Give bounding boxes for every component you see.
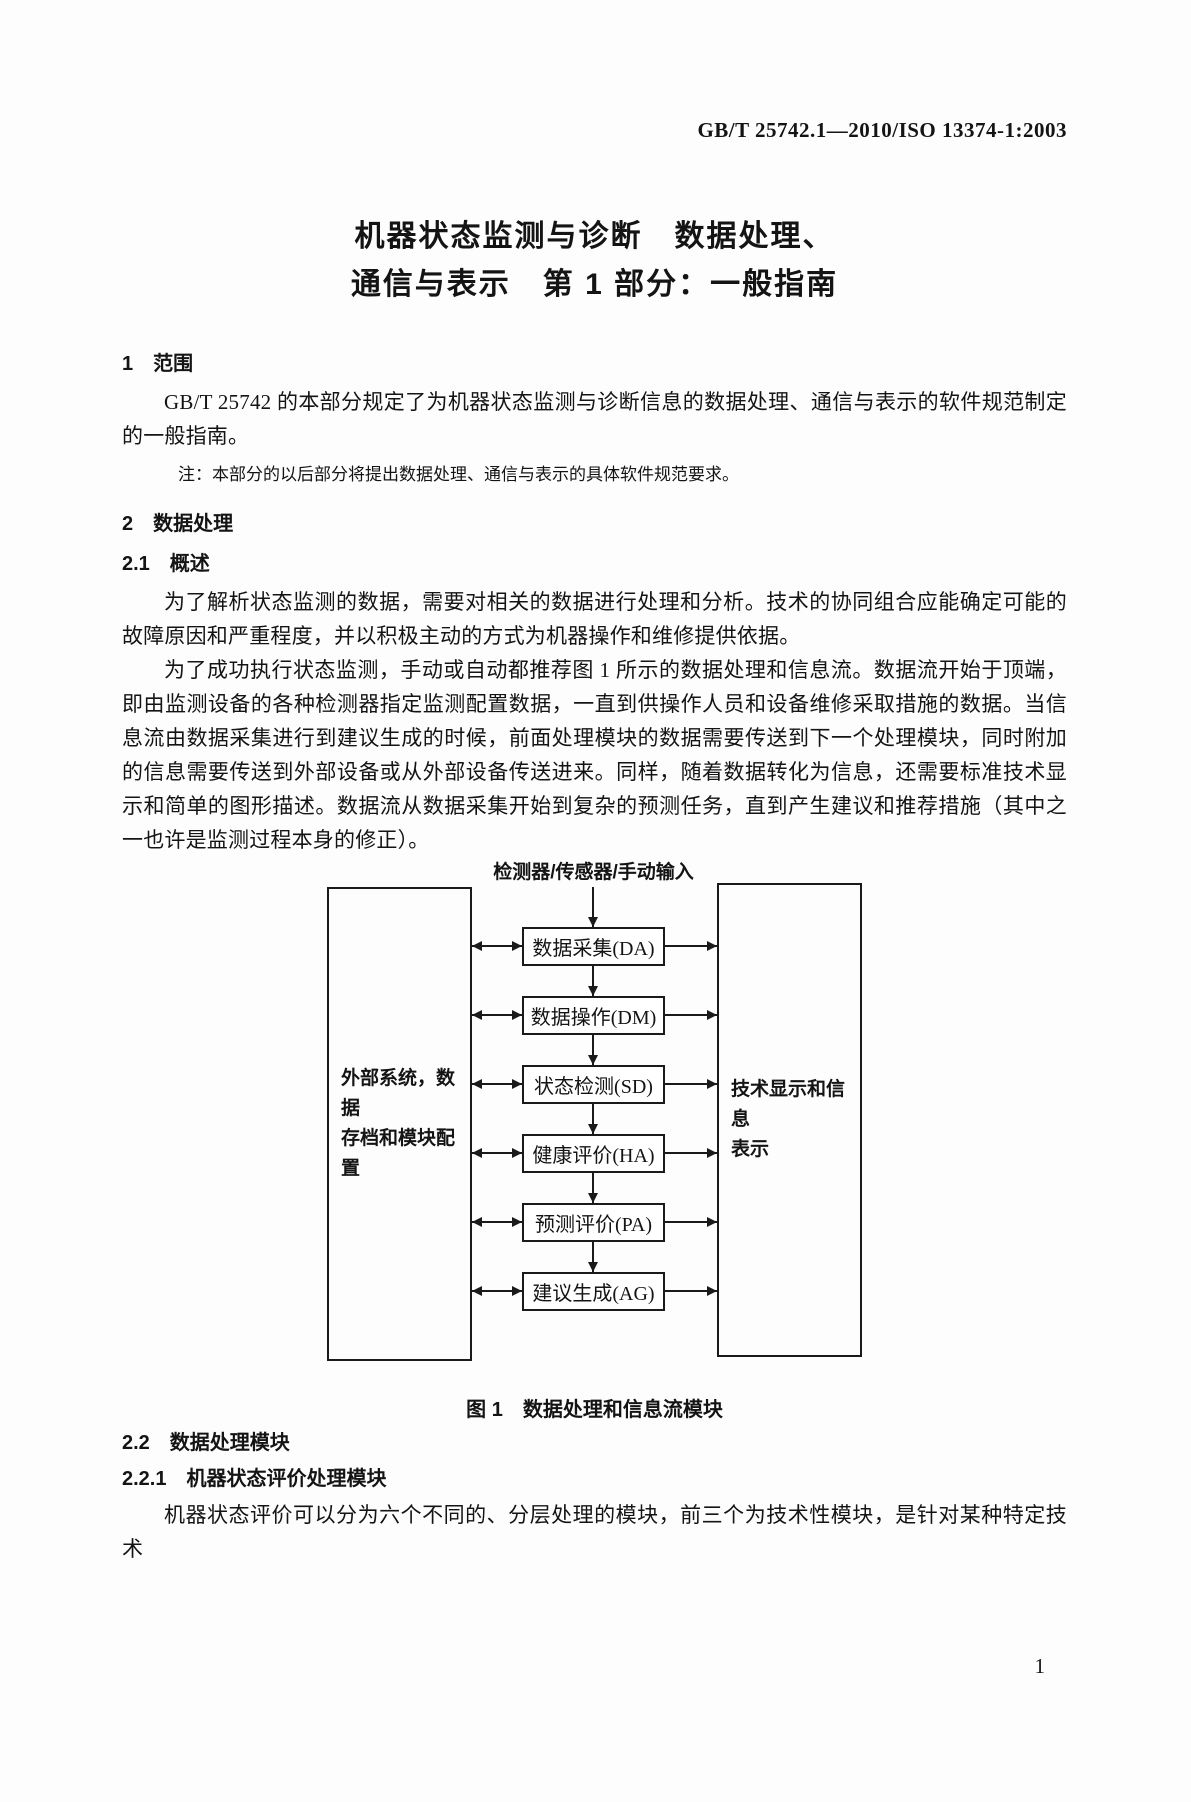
technical-display-label-line2: 表示	[731, 1139, 770, 1160]
arrow-down-icon	[588, 1035, 598, 1065]
overview-paragraph-2: 为了成功执行状态监测，手动或自动都推荐图 1 所示的数据处理和信息流。数据流开始…	[122, 658, 1067, 852]
external-systems-box-label: 外部系统，数据 存档和模块配置	[329, 1064, 470, 1184]
arrow-right-icon	[665, 1079, 717, 1089]
arrow-right-icon	[665, 1217, 717, 1227]
double-arrow-icon	[472, 1286, 522, 1296]
arrow-down-icon	[588, 1242, 598, 1272]
section-2-2-1-heading: 2.2.1 机器状态评价处理模块	[122, 1468, 387, 1490]
arrow-right-icon	[665, 941, 717, 951]
scope-note: 注：本部分的以后部分将提出数据处理、通信与表示的具体软件规范要求。	[178, 465, 739, 484]
scope-paragraph: GB/T 25742 的本部分规定了为机器状态监测与诊断信息的数据处理、通信与表…	[122, 390, 1067, 448]
document-title-line1: 机器状态监测与诊断 数据处理、	[354, 220, 835, 253]
technical-display-box: 技术显示和信息 表示	[717, 883, 862, 1357]
document-page: { "header": { "standard_code": "GB/T 257…	[0, 118, 1191, 1802]
overview-paragraph-1: 为了解析状态监测的数据，需要对相关的数据进行处理和分析。技术的协同组合应能确定可…	[122, 590, 1067, 648]
section-2-heading: 2 数据处理	[122, 513, 234, 535]
external-systems-label-line1: 外部系统，数据	[341, 1068, 456, 1119]
double-arrow-icon	[472, 1079, 522, 1089]
page-content: GB/T 25742.1—2010/ISO 13374-1:2003 机器状态监…	[0, 118, 1191, 1566]
arrow-down-icon	[588, 1173, 598, 1203]
section-2-1-heading: 2.1 概述	[122, 553, 210, 575]
figure-1-diagram: 检测器/传感器/手动输入 外部系统，数据 存档和模块配置 技术显示和信息 表示 …	[122, 861, 1067, 1366]
arrow-down-icon	[588, 966, 598, 996]
arrow-down-icon	[588, 887, 598, 927]
external-systems-box: 外部系统，数据 存档和模块配置	[327, 887, 472, 1361]
page-number: 1	[1034, 1654, 1046, 1678]
module-box-data-acquisition: 数据采集(DA)	[522, 927, 665, 966]
double-arrow-icon	[472, 1010, 522, 1020]
diagram-input-source-label: 检测器/传感器/手动输入	[493, 862, 694, 883]
module-box-health-assessment: 健康评价(HA)	[522, 1134, 665, 1173]
technical-display-label-line1: 技术显示和信息	[731, 1079, 846, 1130]
module-box-advisory-generation: 建议生成(AG)	[522, 1272, 665, 1311]
double-arrow-icon	[472, 1217, 522, 1227]
arrow-down-icon	[588, 1104, 598, 1134]
figure-1-caption: 图 1 数据处理和信息流模块	[466, 1399, 723, 1421]
technical-display-box-label: 技术显示和信息 表示	[719, 1075, 860, 1165]
arrow-right-icon	[665, 1148, 717, 1158]
arrow-right-icon	[665, 1286, 717, 1296]
document-title-line2: 通信与表示 第 1 部分：一般指南	[350, 268, 839, 301]
double-arrow-icon	[472, 941, 522, 951]
external-systems-label-line2: 存档和模块配置	[341, 1128, 456, 1179]
module-box-data-manipulation: 数据操作(DM)	[522, 996, 665, 1035]
section-1-heading: 1 范围	[122, 353, 194, 375]
standard-code-header: GB/T 25742.1—2010/ISO 13374-1:2003	[697, 118, 1067, 142]
section-2-2-heading: 2.2 数据处理模块	[122, 1432, 290, 1454]
double-arrow-icon	[472, 1148, 522, 1158]
module-box-state-detection: 状态检测(SD)	[522, 1065, 665, 1104]
machine-assessment-paragraph: 机器状态评价可以分为六个不同的、分层处理的模块，前三个为技术性模块，是针对某种特…	[122, 1503, 1067, 1561]
module-box-prognostic-assessment: 预测评价(PA)	[522, 1203, 665, 1242]
document-title: 机器状态监测与诊断 数据处理、 通信与表示 第 1 部分：一般指南	[122, 213, 1067, 309]
arrow-right-icon	[665, 1010, 717, 1020]
